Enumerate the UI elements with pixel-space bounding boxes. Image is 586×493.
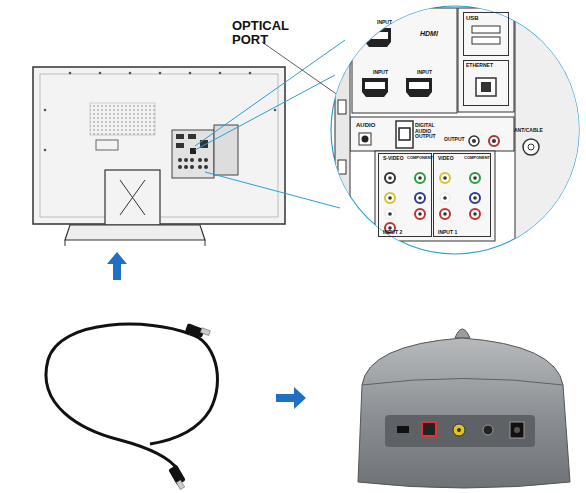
port-label: INPUT 2	[383, 230, 402, 236]
port-label: OUTPUT	[444, 137, 468, 143]
port-label: INPUT 1	[438, 230, 457, 236]
port-panel	[335, 8, 585, 258]
port-label: AUDIO	[356, 122, 384, 129]
up-arrow	[107, 252, 127, 280]
port-label: INPUT	[417, 70, 441, 76]
port-label: INPUT	[373, 70, 397, 76]
transmitter	[358, 329, 570, 488]
input-group: VIDEO COMPONENT INPUT 1	[433, 153, 491, 237]
usb-box: USB	[463, 12, 509, 56]
port-label: VIDEO	[438, 156, 454, 162]
zoom-leaders	[195, 40, 345, 208]
tv-back	[33, 67, 285, 246]
port-label: COMPONENT	[464, 156, 490, 160]
right-arrow	[276, 387, 306, 409]
optical-cable	[46, 323, 218, 489]
ethernet-box: ETHERNET	[463, 60, 509, 106]
port-label: USB	[466, 15, 479, 22]
port-label: DIGITAL AUDIO OUTPUT	[415, 123, 443, 140]
logo-text: HDMI	[420, 30, 450, 38]
port-label: INPUT	[377, 20, 401, 26]
callout-label: OPTICAL PORT	[232, 19, 302, 48]
port-label: COMPONENT	[407, 156, 433, 160]
input-group: S-VIDEOCOMPONENT INPUT 2	[378, 153, 432, 237]
port-label: ETHERNET	[466, 63, 493, 69]
port-label: S-VIDEO	[383, 156, 404, 162]
port-label: ANT/CABLE	[514, 128, 550, 134]
